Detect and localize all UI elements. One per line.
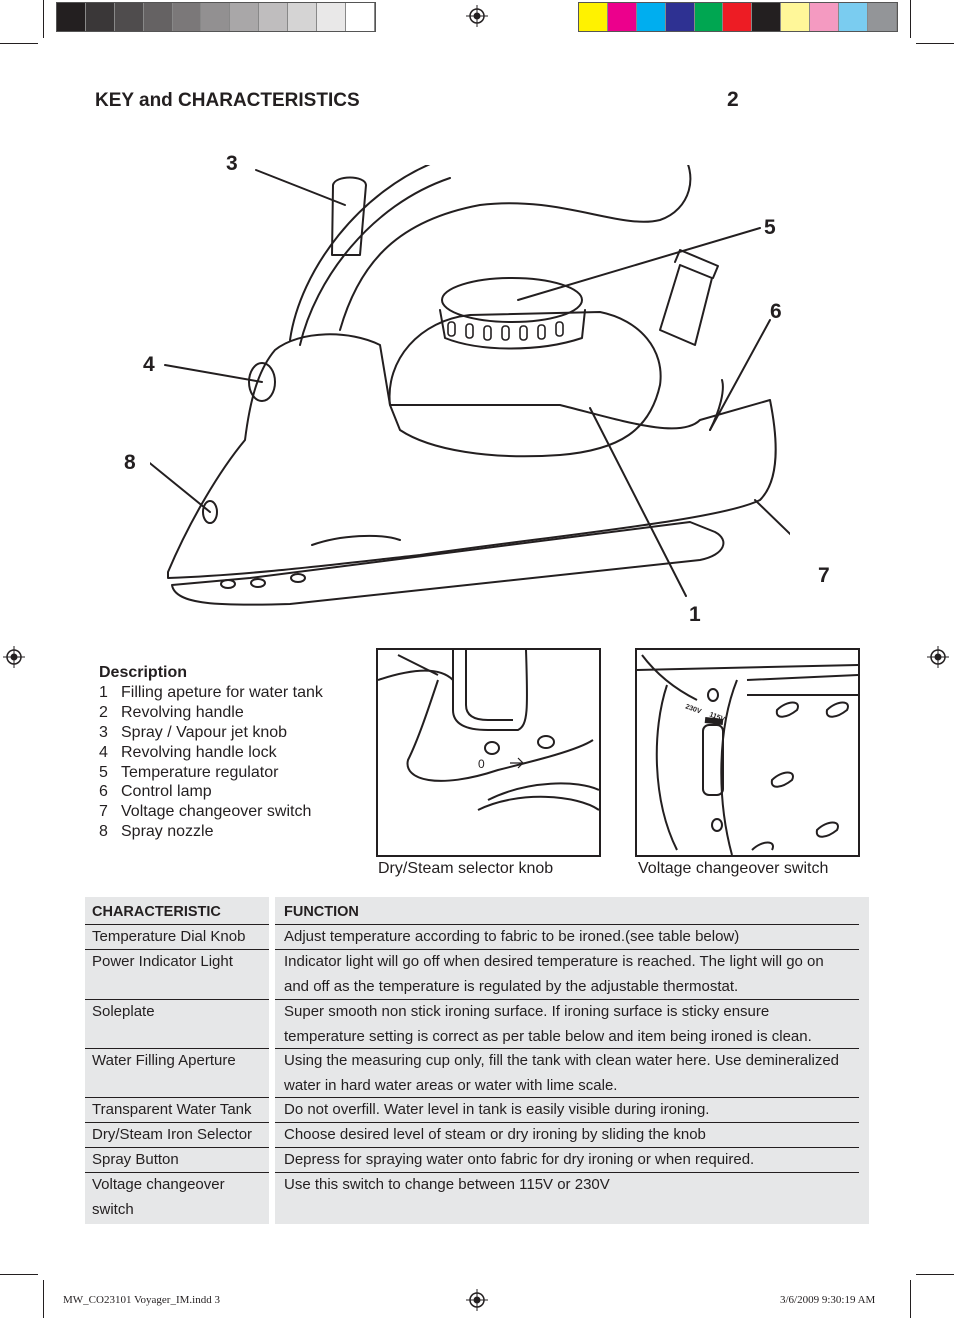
color-swatch (839, 3, 868, 31)
color-swatch (201, 3, 231, 31)
color-swatch (317, 3, 346, 31)
page-title: KEY and CHARACTERISTICS (95, 90, 360, 111)
header-function: FUNCTION (284, 904, 359, 920)
color-swatch (810, 3, 840, 31)
header-characteristic: CHARACTERISTIC (92, 904, 221, 920)
row-divider (275, 924, 859, 925)
dry-position-mark: 0 (478, 757, 485, 771)
crop-mark (916, 1274, 954, 1275)
crop-mark (43, 1280, 44, 1318)
crop-mark (0, 43, 38, 44)
row-divider (275, 949, 859, 950)
crop-mark (910, 0, 911, 38)
color-swatch (867, 3, 897, 31)
registration-mark-icon (3, 646, 25, 668)
row-divider (275, 1122, 859, 1123)
row-divider (85, 1048, 269, 1049)
color-swatch (288, 3, 318, 31)
color-swatch (57, 3, 86, 31)
voltage-switch-detail: 230V 115V (635, 648, 860, 857)
callout-2: 2 (727, 88, 739, 111)
table-characteristic-column (85, 897, 269, 1224)
dry-steam-selector-caption: Dry/Steam selector knob (378, 860, 554, 877)
color-swatch (85, 3, 115, 31)
row-divider (85, 1097, 269, 1098)
color-swatch (114, 3, 144, 31)
process-color-bar (578, 2, 898, 32)
callout-5: 5 (764, 216, 776, 239)
callout-8: 8 (124, 451, 136, 474)
footer-filename: MW_CO23101 Voyager_IM.indd 3 (63, 1294, 220, 1306)
row-divider (85, 1172, 269, 1173)
row-divider (275, 999, 859, 1000)
color-swatch (607, 3, 637, 31)
row-divider (275, 1172, 859, 1173)
color-swatch (230, 3, 260, 31)
row-divider (275, 1048, 859, 1049)
color-swatch (143, 3, 173, 31)
callout-6: 6 (770, 300, 782, 323)
row-divider (85, 999, 269, 1000)
callout-7: 7 (818, 564, 830, 587)
color-swatch (636, 3, 666, 31)
color-swatch (723, 3, 753, 31)
row-divider (85, 1122, 269, 1123)
selector-knob-illustration (377, 649, 600, 811)
table-function-column (275, 897, 869, 1224)
description-heading: Description (99, 664, 188, 681)
color-swatch (694, 3, 724, 31)
color-swatch (259, 3, 289, 31)
crop-mark (916, 43, 954, 44)
callout-3: 3 (226, 152, 238, 175)
registration-mark-icon (466, 1289, 488, 1311)
color-swatch (781, 3, 811, 31)
registration-mark-icon (466, 5, 488, 27)
callout-4: 4 (143, 353, 155, 376)
color-swatch (665, 3, 695, 31)
registration-mark-icon (927, 646, 949, 668)
color-swatch (345, 3, 375, 31)
crop-mark (43, 0, 44, 38)
crop-mark (0, 1274, 38, 1275)
color-swatch (172, 3, 202, 31)
row-divider (275, 1097, 859, 1098)
footer-timestamp: 3/6/2009 9:30:19 AM (780, 1294, 876, 1306)
color-swatch (752, 3, 782, 31)
row-divider (85, 1147, 269, 1148)
color-swatch (579, 3, 608, 31)
crop-mark (910, 1280, 911, 1318)
voltage-switch-caption: Voltage changeover switch (638, 860, 829, 877)
row-divider (85, 924, 269, 925)
grayscale-color-bar (56, 2, 376, 32)
dry-steam-selector-detail: 0 (376, 648, 601, 857)
voltage-switch-illustration (636, 654, 859, 856)
row-divider (85, 949, 269, 950)
steam-iron-illustration (150, 165, 790, 606)
row-divider (275, 1147, 859, 1148)
callout-1: 1 (689, 603, 701, 626)
